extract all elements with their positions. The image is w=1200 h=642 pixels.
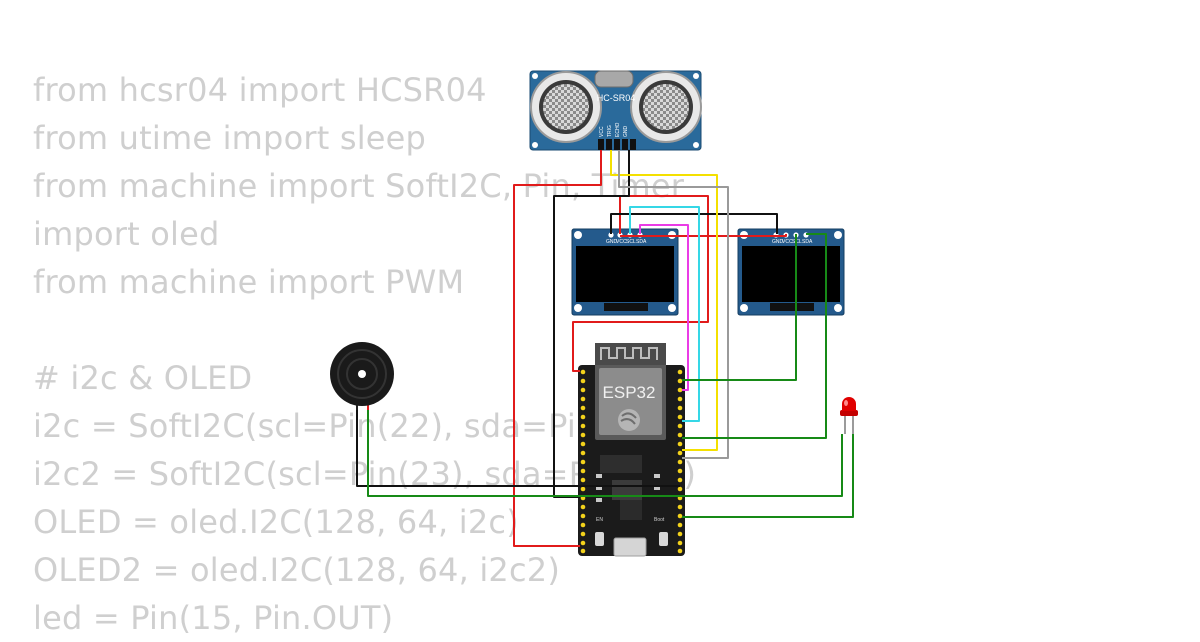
code-line: from machine import SoftI2C, Pin, Timer [33,167,685,205]
sensor-pin-label: TRIG [607,125,613,137]
wire-oled1-sda [639,224,689,391]
oled2-screen [742,246,840,302]
oled1-pin-label: SDA [636,239,647,245]
oled-display-1[interactable]: GND VCC SCL SDA [571,228,679,316]
esp32-label: ESP32 [603,383,656,402]
sensor-pin-label: GND [623,126,629,138]
code-line: from hcsr04 import HCSR04 [33,71,487,109]
code-line: # i2c & OLED [33,359,253,397]
transducer-right [630,71,702,143]
wire-vcc-oled2 [620,234,787,237]
esp32-board[interactable]: ESP32 EN Boot [578,343,685,557]
sensor-pin-label: ECHO [615,122,621,137]
wire-vcc-sensor [513,150,602,547]
boot-button-label: Boot [654,517,665,523]
code-line: OLED = oled.I2C(128, 64, i2c) [33,503,519,541]
oled2-pin-label: VCC [782,239,793,245]
wire-buzzer-signal [367,410,843,497]
esp32-module: ESP32 [595,343,666,440]
wire-echo [618,150,729,459]
code-line: import oled [33,215,220,253]
code-line: from machine import PWM [33,263,465,301]
wire-trig [610,150,718,451]
code-line: OLED2 = oled.I2C(128, 64, i2c2) [33,551,561,589]
oled2-pin-label: SDA [802,239,813,245]
wire-gnd-buzzer [356,410,680,487]
wire-oled2-scl [682,234,797,381]
wire-oled1-scl [629,206,700,422]
wire-gnd-oled [610,213,778,234]
esp32-pin-row-right [677,369,683,554]
wire-led-signal [682,434,854,518]
oled1-pin-label: GND [606,239,618,245]
boot-button[interactable] [659,532,668,546]
sensor-label: HC-SR04 [597,93,636,103]
wires [356,150,854,547]
usb-port [613,537,647,557]
oled2-pin-label: GND [772,239,784,245]
oled1-pin-label: VCC [616,239,627,245]
wire-oled2-sda [682,233,827,439]
piezo-buzzer[interactable] [330,342,394,410]
oled1-pin-label: SCL [626,239,636,245]
transducer-left [530,71,602,143]
en-button-label: EN [596,517,603,523]
sensor-pin-label: VCC [599,126,605,137]
ultrasonic-sensor[interactable]: HC-SR04 VCC TRIG ECHO GND [529,70,702,151]
esp32-pin-row-left [580,369,586,554]
en-button[interactable] [595,532,604,546]
red-led[interactable] [840,397,858,434]
oled1-screen [576,246,674,302]
code-line: from utime import sleep [33,119,427,157]
sensor-pin-header [598,139,636,150]
oled-display-2[interactable]: GND VCC SCL SDA [737,228,845,316]
